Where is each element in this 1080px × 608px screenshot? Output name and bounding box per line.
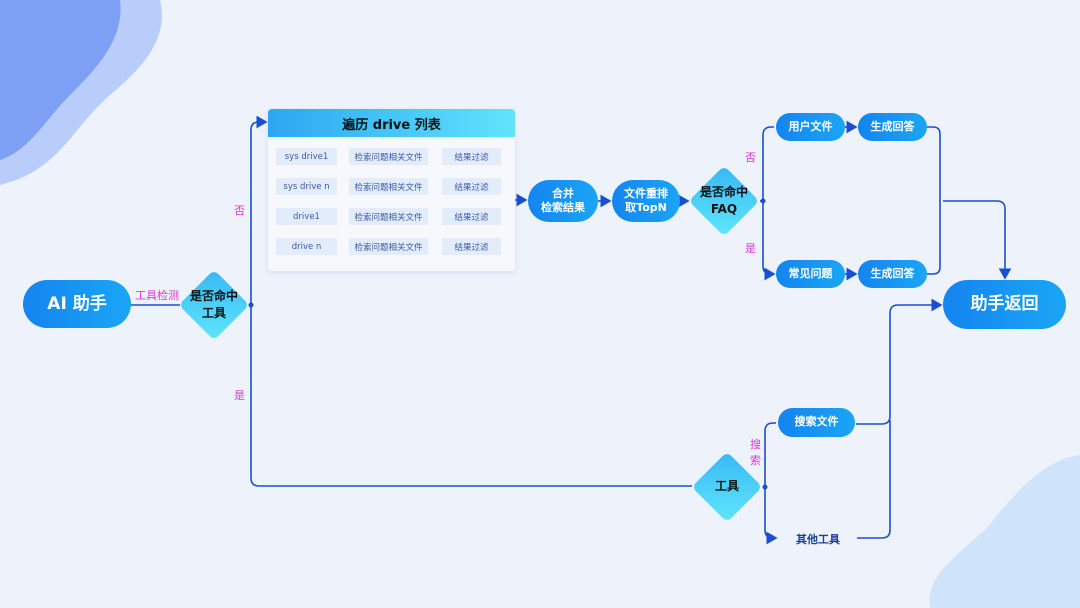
decision-line: 工具 (714, 479, 739, 494)
drive-row-filter-cell: 结果过滤 (442, 178, 501, 195)
decision-line: FAQ (710, 202, 738, 216)
node-label: 生成回答 (870, 119, 915, 133)
node-label: 用户文件 (788, 119, 833, 133)
edge-label-search: 搜索 (750, 437, 761, 469)
edge-label-no: 否 (745, 151, 756, 164)
edge-label-tool-detect: 工具检测 (135, 289, 179, 302)
rerank-topn-node[interactable]: 文件重排取TopN (612, 180, 680, 222)
generate-answer-node[interactable]: 生成回答 (858, 260, 927, 288)
edge-label-yes: 是 (234, 389, 245, 402)
label-char: 索 (750, 453, 761, 467)
drive-list-title: 遍历 drive 列表 (268, 109, 515, 137)
search-files-node[interactable]: 搜索文件 (778, 408, 855, 437)
node-line: 合并 (552, 186, 574, 200)
generate-answer-node[interactable]: 生成回答 (858, 113, 927, 141)
node-line: 检索结果 (541, 201, 585, 214)
node-label: 常见问题 (788, 266, 833, 280)
end-node-assistant-return[interactable]: 助手返回 (943, 280, 1066, 329)
node-line: 文件重排 (624, 186, 668, 200)
edge-label-no: 否 (234, 204, 245, 217)
node-label: 搜索文件 (794, 415, 839, 429)
faq-node[interactable]: 常见问题 (776, 260, 845, 288)
drive-row-drive-cell: drive1 (276, 208, 337, 225)
drive-row-drive-cell: sys drive1 (276, 148, 337, 165)
node-line: 取TopN (625, 201, 667, 214)
end-label: 助手返回 (970, 294, 1039, 315)
start-label: AI 助手 (47, 293, 107, 314)
node-label: 生成回答 (870, 266, 915, 280)
label-char: 搜 (750, 438, 761, 451)
drive-row-filter-cell: 结果过滤 (442, 208, 501, 225)
drive-row-filter-cell: 结果过滤 (442, 148, 501, 165)
drive-row-search-cell: 检索问题相关文件 (349, 178, 428, 195)
drive-row-search-cell: 检索问题相关文件 (349, 148, 428, 165)
edge-label-yes: 是 (745, 242, 756, 255)
decision-line: 工具 (201, 306, 226, 320)
drive-row-search-cell: 检索问题相关文件 (349, 208, 428, 225)
drive-row-search-cell: 检索问题相关文件 (349, 238, 428, 255)
drive-row-drive-cell: sys drive n (276, 178, 337, 195)
decision-tools[interactable]: 工具 (691, 451, 763, 523)
other-tools-node[interactable]: 其他工具 (796, 533, 840, 546)
drive-row-filter-cell: 结果过滤 (442, 238, 501, 255)
drive-row-drive-cell: drive n (276, 238, 337, 255)
decision-line: 是否命中 (189, 288, 238, 303)
decision-line: 是否命中 (699, 184, 748, 199)
merge-results-node[interactable]: 合并检索结果 (528, 180, 598, 222)
decision-hit-tool[interactable]: 是否命中工具 (178, 269, 250, 341)
decision-hit-faq[interactable]: 是否命中 FAQ (688, 165, 760, 237)
user-files-node[interactable]: 用户文件 (776, 113, 845, 141)
start-node-ai-assistant[interactable]: AI 助手 (23, 280, 131, 328)
